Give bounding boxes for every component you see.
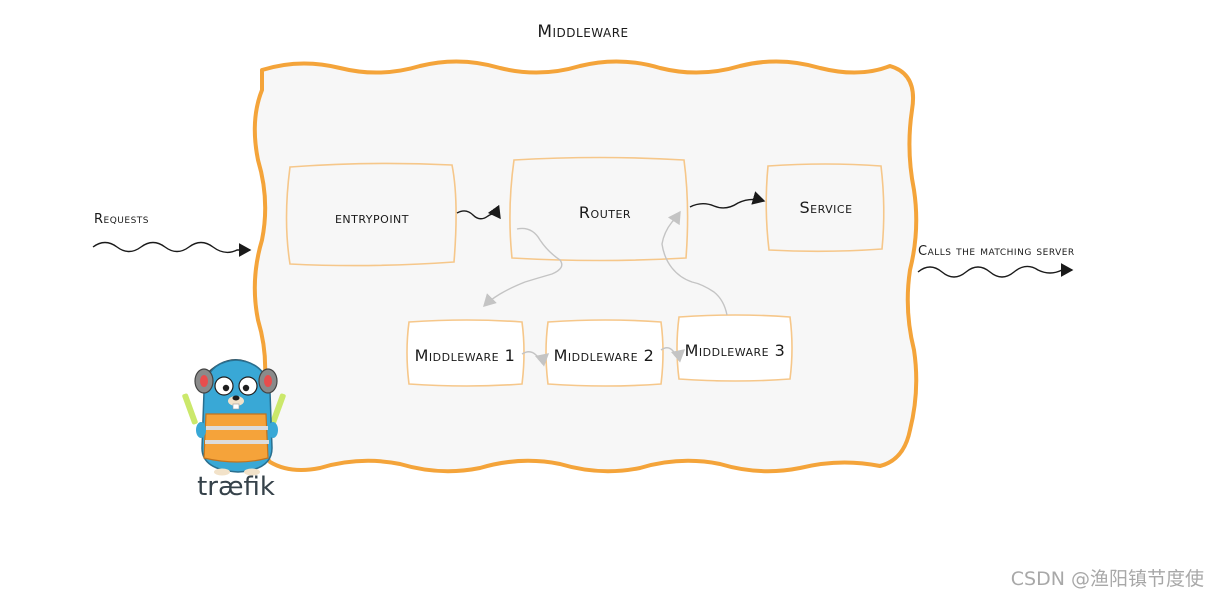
calls-label: Calls the matching server (918, 244, 1075, 259)
diagram-title: Middleware (537, 22, 628, 42)
requests-label: Requests (94, 212, 149, 227)
router-box (509, 156, 689, 262)
traefik-gopher-logo (182, 359, 286, 476)
middleware1-label: Middleware 1 (415, 346, 516, 365)
left-glow-stick-icon (182, 393, 198, 425)
router-to-service-arrow (689, 191, 766, 209)
middleware3-label: Middleware 3 (685, 341, 786, 360)
service-label: Service (799, 198, 852, 217)
calls-arrow (917, 263, 1074, 278)
entrypoint-to-router-arrow (456, 204, 501, 220)
service-box (765, 163, 885, 253)
middleware2-box (545, 319, 664, 387)
traefik-wordmark: træfik (197, 472, 275, 502)
entrypoint-label: entrypoint (335, 208, 409, 227)
middleware2-to-middleware3-arrow (660, 347, 686, 363)
router-to-middleware1-arrow (483, 227, 563, 307)
router-label: Router (579, 203, 631, 222)
safety-vest (203, 413, 269, 463)
right-glow-stick-icon (270, 393, 286, 425)
entrypoint-box (285, 162, 457, 267)
requests-arrow (92, 241, 252, 257)
middleware2-label: Middleware 2 (554, 346, 655, 365)
middleware1-to-middleware2-arrow (521, 351, 550, 367)
middleware3-to-router-arrow (661, 210, 728, 316)
csdn-watermark: CSDN @渔阳镇节度使 (1010, 568, 1204, 590)
middleware3-box (676, 314, 793, 382)
middleware1-box (406, 319, 525, 387)
